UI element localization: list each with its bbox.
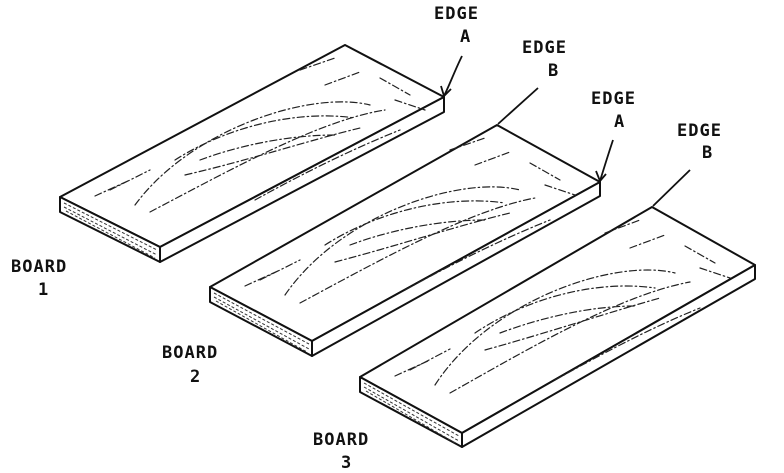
edge-a-1-letter: A — [460, 27, 471, 47]
board-2-front-face — [311, 181, 601, 357]
edge-b-1-leader — [497, 87, 539, 125]
edge-a-2-leader — [599, 139, 614, 182]
edge-a-2-arrowhead — [595, 170, 607, 183]
board-1-number: 1 — [38, 280, 49, 300]
board-1-end-grain — [63, 202, 158, 259]
edge-a-2-name: EDGE — [591, 89, 636, 109]
edge-b-1-letter: B — [548, 61, 559, 81]
board-3-number: 3 — [341, 453, 352, 473]
board-2-number: 2 — [190, 367, 201, 387]
board-1-front-face — [159, 96, 445, 263]
edge-b-2-letter: B — [702, 143, 713, 163]
board-3-name: BOARD — [313, 430, 369, 450]
edge-b-2-leader — [652, 169, 691, 207]
board-2 — [209, 124, 601, 357]
board-3-front-face — [461, 264, 756, 448]
edge-a-1-leader — [443, 55, 463, 97]
board-1 — [59, 44, 445, 263]
board-3 — [359, 206, 756, 448]
board-2-name: BOARD — [162, 343, 218, 363]
board-1-name: BOARD — [11, 257, 67, 277]
edge-b-1-name: EDGE — [522, 38, 567, 58]
board-1-wood-grain — [94, 57, 426, 213]
edge-a-1-name: EDGE — [434, 4, 479, 24]
board-3-end-grain — [363, 382, 460, 445]
board-3-wood-grain — [394, 219, 731, 394]
board-2-end-grain — [213, 292, 310, 353]
edge-a-2-letter: A — [614, 112, 625, 132]
board-2-wood-grain — [244, 137, 576, 304]
edge-a-1-arrowhead — [440, 85, 452, 98]
edge-b-2-name: EDGE — [677, 121, 722, 141]
